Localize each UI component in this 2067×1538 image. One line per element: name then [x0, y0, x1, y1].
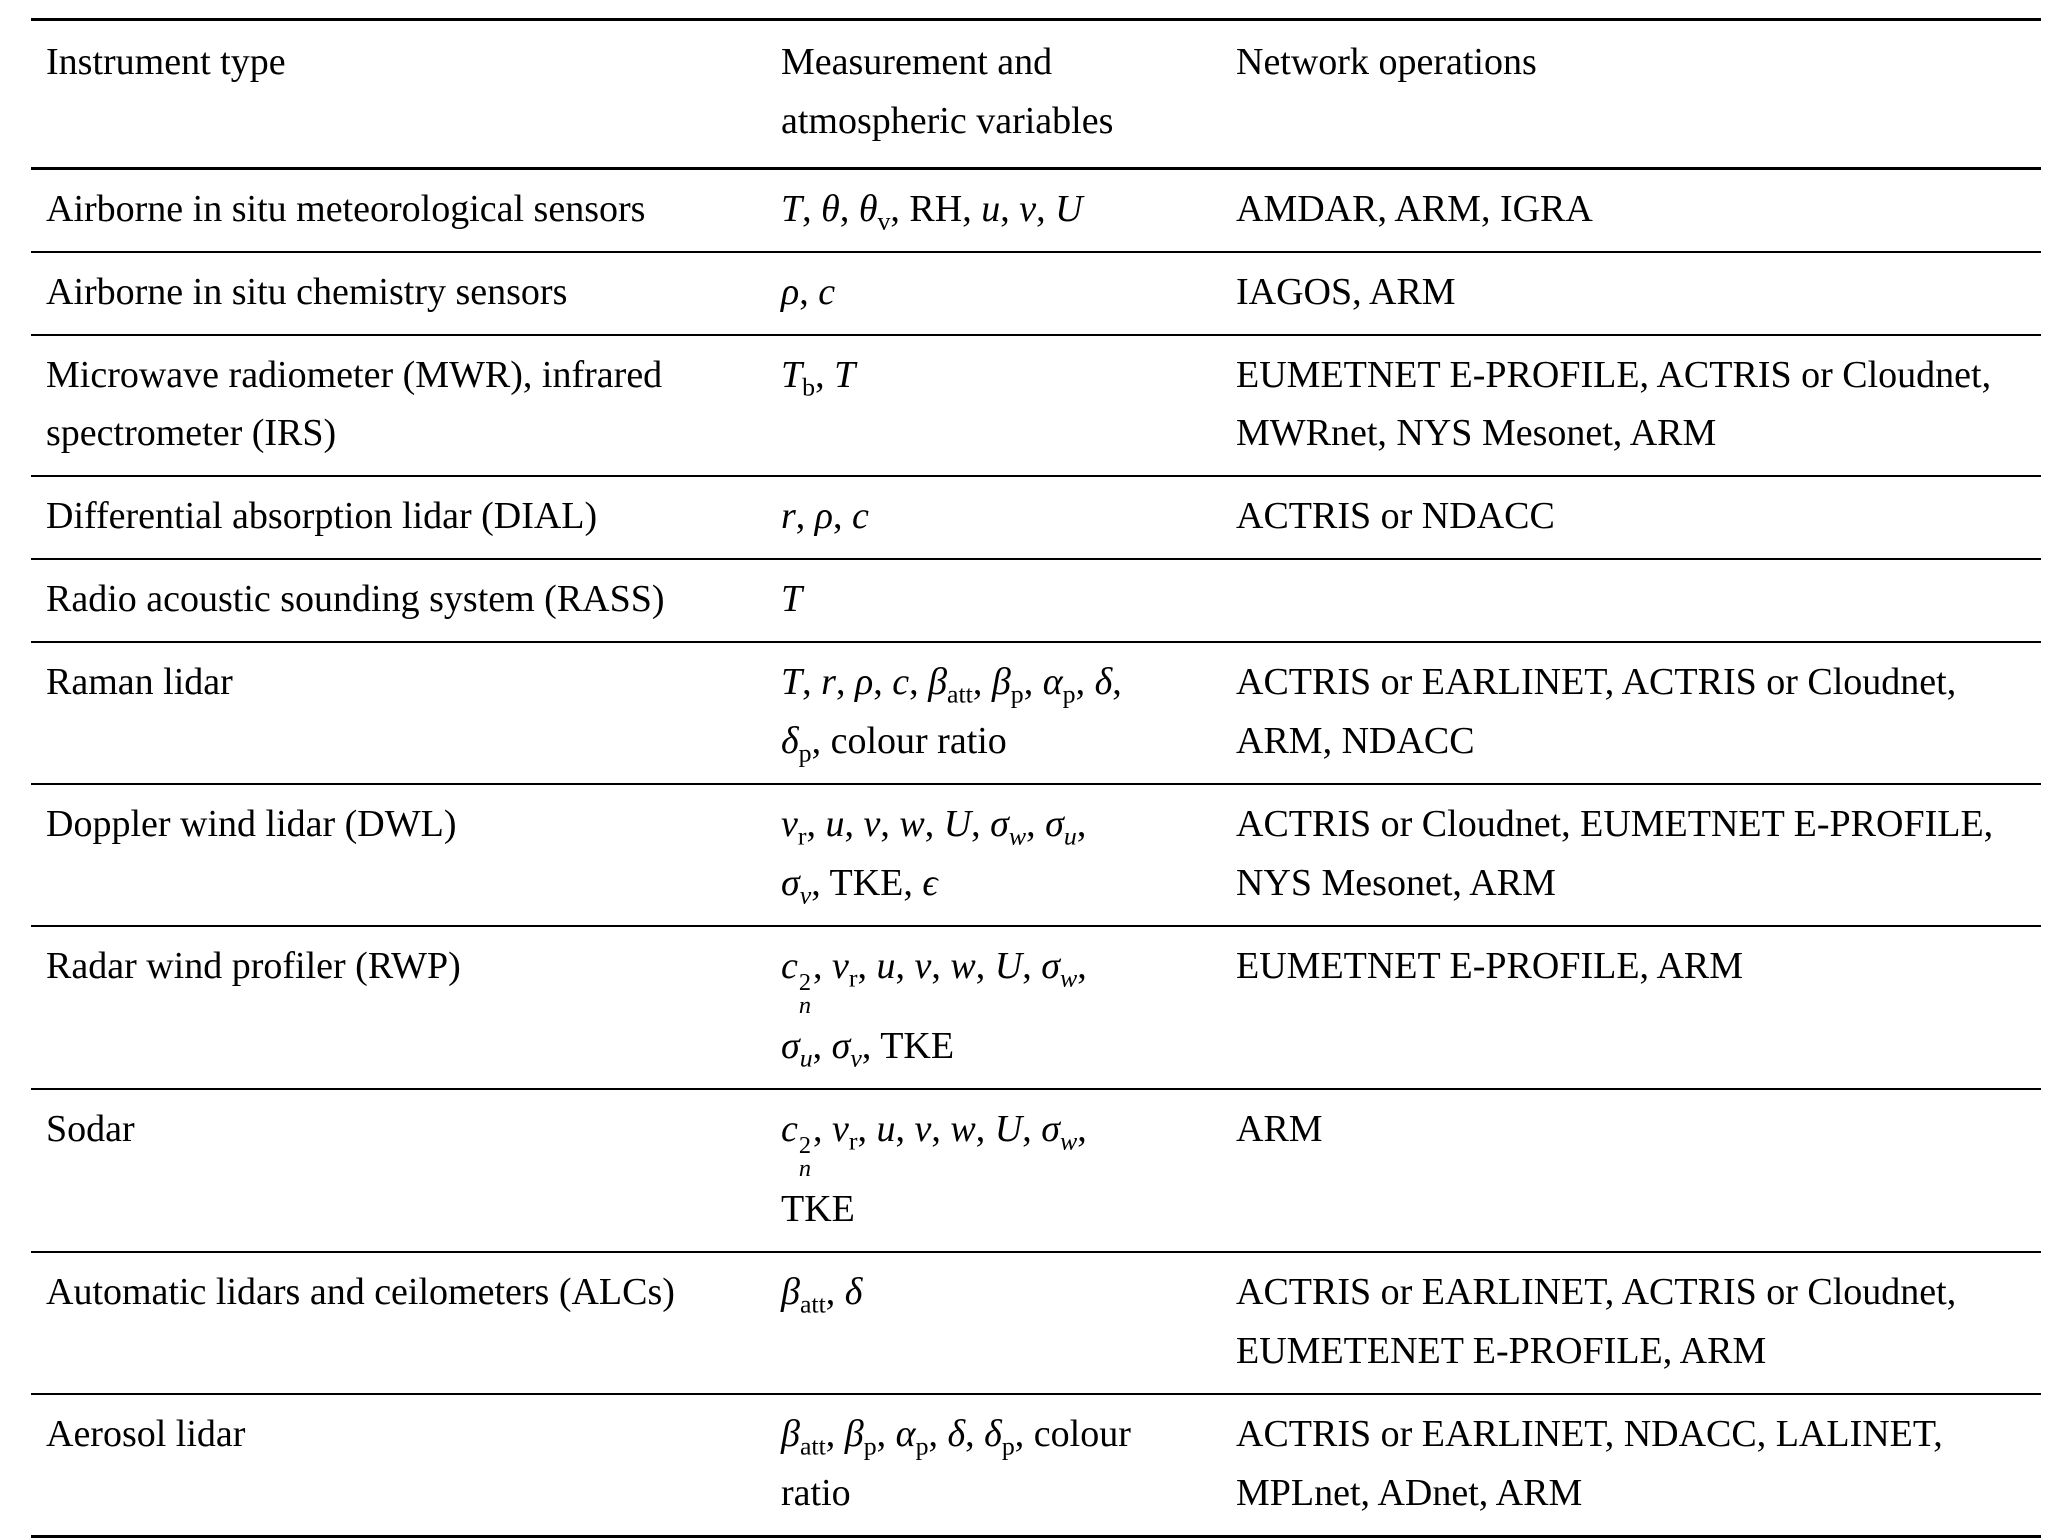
networks-cell: ARM: [1221, 1087, 2041, 1253]
networks-cell: ACTRIS or EARLINET, ACTRIS or Cloudnet, …: [1221, 1251, 2041, 1394]
table-row: Doppler wind lidar (DWL) vr, u, v, w, U,…: [31, 782, 2041, 926]
col-header-instrument-type: Instrument type: [31, 19, 766, 170]
networks-cell: EUMETNET E-PROFILE, ARM: [1221, 924, 2041, 1089]
instrument-type-cell: Differential absorption lidar (DIAL): [31, 475, 766, 560]
networks-cell: ACTRIS or EARLINET, ACTRIS or Cloudnet, …: [1221, 641, 2041, 784]
measurement-cell: βatt, δ: [766, 1251, 1221, 1394]
table-row: Raman lidar T, r, ρ, c, βatt, βp, αp, δ,…: [31, 641, 2041, 784]
measurement-cell: T, θ, θv, RH, u, v, U: [766, 167, 1221, 252]
measurement-cell: Tb, T: [766, 333, 1221, 477]
instrument-type-cell: Automatic lidars and ceilometers (ALCs): [31, 1251, 766, 1394]
instrument-network-table: Instrument type Measurement and atmosphe…: [31, 18, 2041, 1538]
networks-cell: ACTRIS or NDACC: [1221, 475, 2041, 560]
measurement-cell: ρ, c: [766, 250, 1221, 335]
instrument-type-cell: Airborne in situ chemistry sensors: [31, 250, 766, 335]
instrument-type-cell: Raman lidar: [31, 641, 766, 784]
table-row: Automatic lidars and ceilometers (ALCs) …: [31, 1251, 2041, 1394]
instrument-type-cell: Aerosol lidar: [31, 1392, 766, 1537]
table-row: Microwave radiometer (MWR), infrared spe…: [31, 333, 2041, 477]
table-header: Instrument type Measurement and atmosphe…: [31, 19, 2041, 170]
measurement-cell: vr, u, v, w, U, σw, σu,σv, TKE, ϵ: [766, 782, 1221, 926]
table-row: Airborne in situ chemistry sensors ρ, c …: [31, 250, 2041, 335]
table-row: Aerosol lidar βatt, βp, αp, δ, δp, colou…: [31, 1392, 2041, 1537]
networks-cell: AMDAR, ARM, IGRA: [1221, 167, 2041, 252]
header-row: Instrument type Measurement and atmosphe…: [31, 19, 2041, 170]
table-row: Airborne in situ meteorological sensors …: [31, 167, 2041, 252]
measurement-cell: T: [766, 558, 1221, 643]
instrument-type-cell: Radio acoustic sounding system (RASS): [31, 558, 766, 643]
instrument-type-cell: Sodar: [31, 1087, 766, 1253]
table-row: Radio acoustic sounding system (RASS) T: [31, 558, 2041, 643]
networks-cell: ACTRIS or EARLINET, NDACC, LALINET, MPLn…: [1221, 1392, 2041, 1537]
measurement-cell: r, ρ, c: [766, 475, 1221, 560]
instrument-type-cell: Microwave radiometer (MWR), infrared spe…: [31, 333, 766, 477]
table-row: Differential absorption lidar (DIAL) r, …: [31, 475, 2041, 560]
instrument-type-cell: Radar wind profiler (RWP): [31, 924, 766, 1089]
table-body: Airborne in situ meteorological sensors …: [31, 167, 2041, 1537]
instrument-type-cell: Airborne in situ meteorological sensors: [31, 167, 766, 252]
col-header-network-operations: Network operations: [1221, 19, 2041, 170]
measurement-cell: T, r, ρ, c, βatt, βp, αp, δ,δp, colour r…: [766, 641, 1221, 784]
networks-cell: [1221, 558, 2041, 643]
col-header-measurement-variables: Measurement and atmospheric variables: [766, 19, 1221, 170]
networks-cell: IAGOS, ARM: [1221, 250, 2041, 335]
networks-cell: ACTRIS or Cloudnet, EUMETNET E-PROFILE, …: [1221, 782, 2041, 926]
networks-cell: EUMETNET E-PROFILE, ACTRIS or Cloudnet, …: [1221, 333, 2041, 477]
instrument-type-cell: Doppler wind lidar (DWL): [31, 782, 766, 926]
